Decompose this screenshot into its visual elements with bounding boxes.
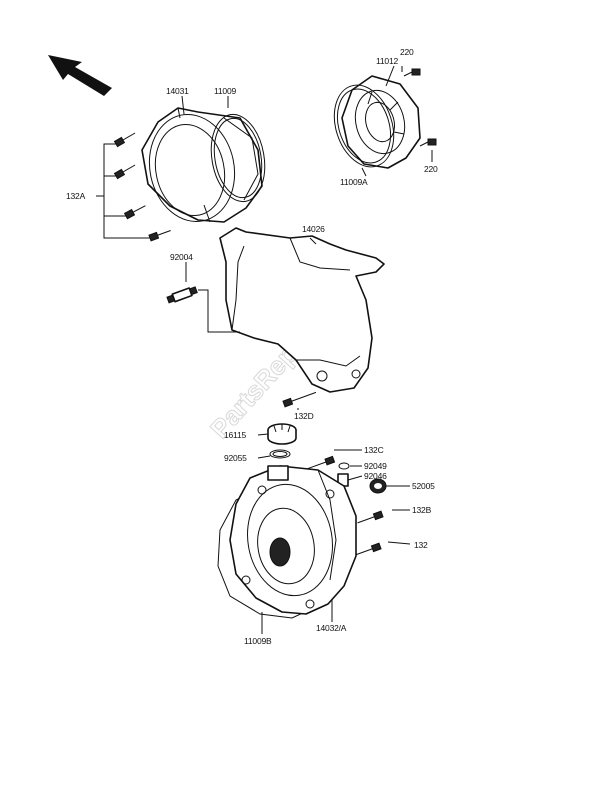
label-92055: 92055 — [224, 453, 247, 463]
cover-plate-11012 — [341, 75, 421, 169]
label-11009A: 11009A — [340, 177, 368, 187]
bolt-132D — [282, 391, 317, 408]
screw-220-side — [419, 138, 437, 147]
gasket-11009A — [333, 84, 395, 168]
label-14031: 14031 — [166, 86, 189, 96]
front-direction-arrow-icon — [48, 55, 112, 96]
washer-92049 — [338, 462, 350, 470]
bolt-132C — [307, 455, 336, 470]
label-16115: 16115 — [224, 430, 246, 440]
label-92049: 92049 — [364, 461, 387, 471]
label-11012: 11012 — [376, 56, 398, 66]
bolt-132B — [357, 510, 384, 524]
oil-filler-cap-16115 — [267, 423, 297, 445]
label-52005: 52005 — [412, 481, 435, 491]
gasket-11009 — [210, 113, 266, 203]
label-14032A: 14032/A — [316, 623, 347, 633]
label-132D: 132D — [294, 411, 314, 421]
label-220-top: 220 — [400, 47, 414, 57]
label-220-side: 220 — [424, 164, 438, 174]
label-92004: 92004 — [170, 252, 193, 262]
screw-220-top — [403, 68, 421, 77]
label-132A: 132A — [66, 191, 86, 201]
label-92046: 92046 — [364, 471, 387, 481]
dowel-pin-92004 — [166, 286, 198, 304]
label-11009B: 11009B — [244, 636, 272, 646]
label-132: 132 — [414, 540, 428, 550]
generator-cover-14031 — [141, 107, 263, 223]
o-ring-92055 — [269, 449, 291, 459]
leader-92004 — [185, 262, 240, 333]
leader-lines — [181, 65, 433, 634]
plug-52005 — [369, 478, 387, 494]
clutch-cover-14032A — [229, 465, 357, 615]
label-132B: 132B — [412, 505, 432, 515]
label-11009: 11009 — [214, 86, 236, 96]
bolt-132 — [355, 542, 382, 556]
leader-132A — [96, 143, 150, 239]
chain-cover-14026 — [219, 227, 385, 393]
label-132C: 132C — [364, 445, 384, 455]
label-14026: 14026 — [302, 224, 325, 234]
